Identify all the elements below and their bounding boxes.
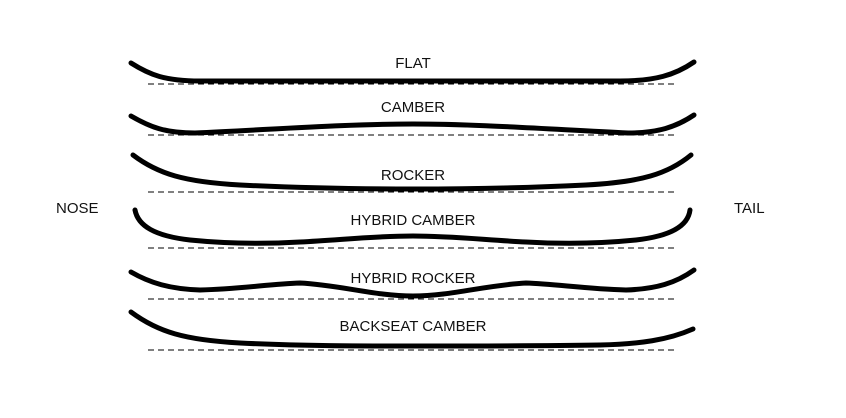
profile-backseat-camber: BACKSEAT CAMBER	[128, 309, 696, 351]
board-line-backseat-camber	[128, 309, 696, 349]
profile-label-rocker: ROCKER	[381, 167, 445, 184]
profile-label-hybrid-camber: HYBRID CAMBER	[350, 212, 475, 229]
profile-rocker: ROCKER	[130, 152, 694, 193]
profile-label-camber: CAMBER	[381, 99, 445, 116]
profile-camber: CAMBER	[128, 99, 697, 136]
board-line-camber	[128, 112, 697, 136]
profile-hybrid-rocker: HYBRID ROCKER	[128, 267, 697, 300]
board-line-hybrid-rocker	[128, 267, 697, 299]
profile-label-flat: FLAT	[395, 55, 431, 72]
profile-flat: FLAT	[128, 55, 697, 85]
profile-label-backseat-camber: BACKSEAT CAMBER	[340, 318, 487, 335]
nose-label: NOSE	[56, 200, 99, 217]
tail-label: TAIL	[734, 200, 765, 217]
profile-hybrid-camber: HYBRID CAMBER	[132, 207, 693, 249]
board-line-flat	[128, 59, 697, 84]
board-line-hybrid-camber	[132, 207, 693, 246]
profile-label-hybrid-rocker: HYBRID ROCKER	[350, 270, 475, 287]
board-line-rocker	[130, 152, 694, 192]
